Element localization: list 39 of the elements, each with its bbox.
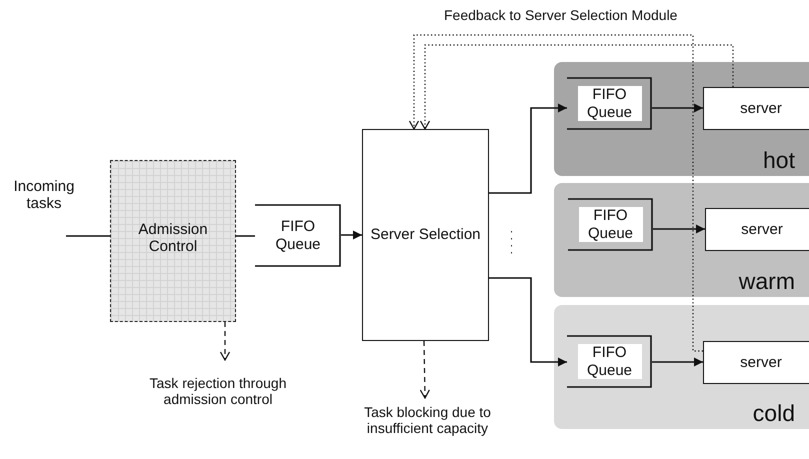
node-label: FIFO Queue (578, 344, 642, 379)
node-label: FIFO Queue (578, 86, 642, 121)
server-box (703, 341, 809, 384)
arrow (652, 104, 703, 112)
node-label: FIFO Queue (274, 218, 322, 253)
node-label: server (740, 354, 782, 372)
tier-label: cold (752, 400, 795, 426)
arrow (408, 34, 703, 352)
tier-label: warm (738, 268, 795, 294)
arrow (420, 340, 430, 399)
node-label: Server Selection (370, 226, 481, 244)
arrow (489, 277, 567, 366)
tier-panel (554, 62, 809, 176)
node-label: Task rejection through admission control (148, 374, 288, 408)
connector-line (66, 235, 110, 237)
arrow (489, 104, 567, 194)
arrow (341, 230, 362, 240)
tier-label: hot (763, 146, 795, 173)
node-label: server (741, 220, 783, 238)
tier-panel (554, 183, 809, 297)
node-label: Task blocking due to insufficient capacity (363, 404, 492, 436)
node-label: Incoming tasks (12, 178, 76, 212)
connector-line (236, 235, 255, 237)
arrow (653, 224, 705, 234)
arrow (652, 358, 703, 366)
node-label: Admission Control (137, 221, 209, 256)
arrow (220, 322, 230, 361)
server-box (703, 87, 809, 130)
node-label: FIFO Queue (578, 207, 642, 242)
server-box (705, 208, 809, 251)
arrow (420, 44, 734, 130)
tier-panel (554, 305, 809, 429)
node-label: server (740, 100, 782, 118)
admission-control-box (110, 160, 236, 322)
queue-symbol (255, 204, 341, 267)
process-box (362, 129, 489, 341)
queue-symbol (568, 198, 653, 251)
queue-symbol (567, 77, 652, 130)
queue-symbol (567, 335, 652, 388)
